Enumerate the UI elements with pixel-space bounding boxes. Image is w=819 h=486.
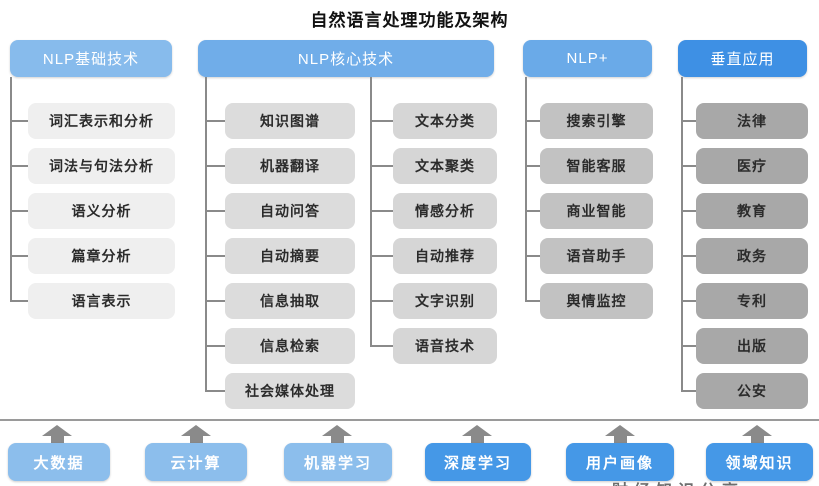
diagram-node: 文字识别 <box>370 283 497 319</box>
connector-line <box>370 77 372 347</box>
diagram-title: 自然语言处理功能及架构 <box>310 11 509 30</box>
diagram-node: 语义分析 <box>10 193 175 229</box>
up-arrow-icon <box>322 425 352 446</box>
foundation-node: 领域知识 <box>706 443 813 481</box>
header-vertical-apps: 垂直应用 <box>678 40 807 77</box>
foundation-node: 机器学习 <box>284 443 392 481</box>
up-arrow-icon <box>742 425 772 446</box>
diagram-node: 教育 <box>681 193 808 229</box>
diagram-node: 专利 <box>681 283 808 319</box>
diagram-node: 机器翻译 <box>205 148 355 184</box>
diagram-node: 医疗 <box>681 148 808 184</box>
diagram-node: 智能客服 <box>525 148 653 184</box>
separator-line <box>0 419 819 421</box>
diagram-node: 公安 <box>681 373 808 409</box>
nlp-core-column-left: 知识图谱 机器翻译 自动问答 自动摘要 信息抽取 信息检索 社会媒体处理 <box>205 103 355 409</box>
foundation-node: 深度学习 <box>425 443 531 481</box>
diagram-node: 自动问答 <box>205 193 355 229</box>
nlp-core-column-right: 文本分类 文本聚类 情感分析 自动推荐 文字识别 语音技术 <box>370 103 497 364</box>
diagram-node: 自动摘要 <box>205 238 355 274</box>
diagram-node: 信息抽取 <box>205 283 355 319</box>
diagram-node: 搜索引擎 <box>525 103 653 139</box>
diagram-node: 商业智能 <box>525 193 653 229</box>
diagram-node: 自动推荐 <box>370 238 497 274</box>
up-arrow-icon <box>462 425 492 446</box>
diagram-node: 社会媒体处理 <box>205 373 355 409</box>
foundation-node: 云计算 <box>145 443 247 481</box>
diagram-node: 法律 <box>681 103 808 139</box>
diagram-node: 舆情监控 <box>525 283 653 319</box>
up-arrow-icon <box>181 425 211 446</box>
diagram-node: 情感分析 <box>370 193 497 229</box>
header-nlp-basic: NLP基础技术 <box>10 40 172 77</box>
diagram-node: 语言表示 <box>10 283 175 319</box>
nlp-plus-column: 搜索引擎 智能客服 商业智能 语音助手 舆情监控 <box>525 103 653 319</box>
foundation-node: 大数据 <box>8 443 110 481</box>
diagram-node: 文本分类 <box>370 103 497 139</box>
diagram-node: 词汇表示和分析 <box>10 103 175 139</box>
connector-line <box>10 77 12 302</box>
watermark: 财经知识分享 <box>612 477 817 486</box>
foundation-node: 用户画像 <box>566 443 674 481</box>
diagram-node: 信息检索 <box>205 328 355 364</box>
diagram-node: 词法与句法分析 <box>10 148 175 184</box>
nlp-basic-column: 词汇表示和分析 词法与句法分析 语义分析 篇章分析 语言表示 <box>10 103 175 319</box>
up-arrow-icon <box>42 425 72 446</box>
diagram-node: 知识图谱 <box>205 103 355 139</box>
header-nlp-plus: NLP+ <box>523 40 652 77</box>
diagram-node: 语音助手 <box>525 238 653 274</box>
diagram-node: 语音技术 <box>370 328 497 364</box>
diagram-node: 出版 <box>681 328 808 364</box>
diagram-node: 篇章分析 <box>10 238 175 274</box>
diagram-node: 文本聚类 <box>370 148 497 184</box>
header-nlp-core: NLP核心技术 <box>198 40 494 77</box>
connector-line <box>205 77 207 392</box>
vertical-apps-column: 法律 医疗 教育 政务 专利 出版 公安 <box>681 103 808 409</box>
up-arrow-icon <box>605 425 635 446</box>
diagram-node: 政务 <box>681 238 808 274</box>
connector-line <box>681 77 683 392</box>
connector-line <box>525 77 527 302</box>
